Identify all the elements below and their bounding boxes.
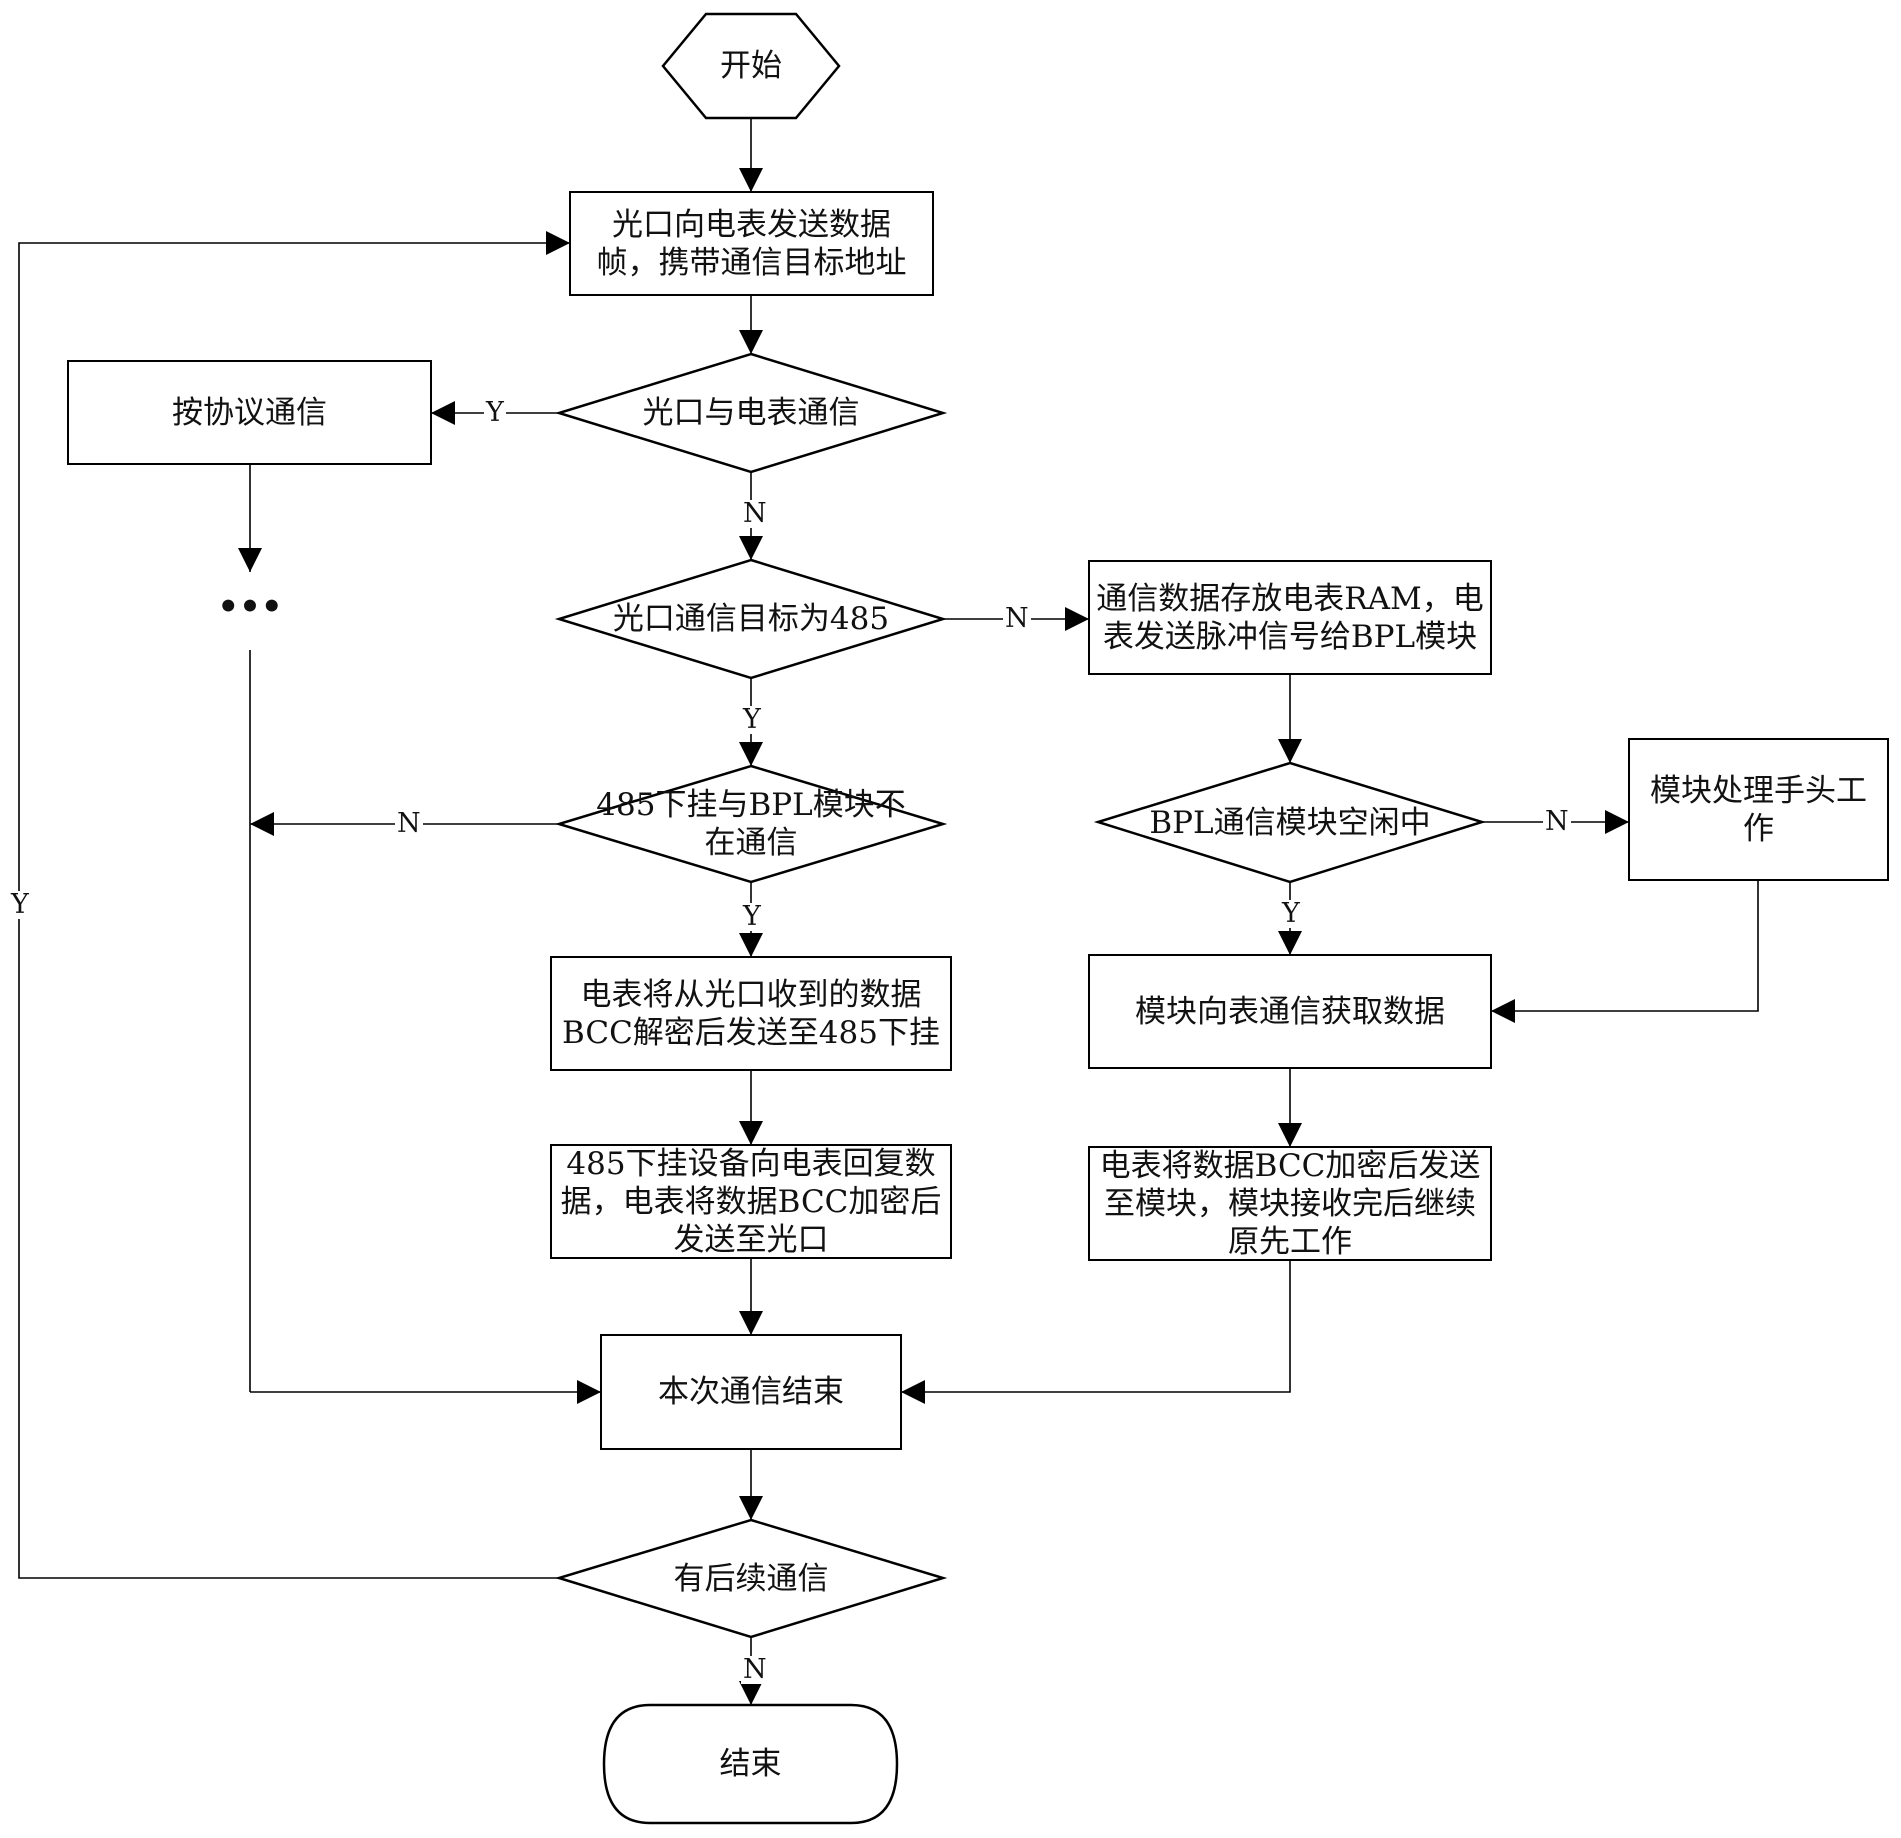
device-reply-box xyxy=(550,1144,952,1259)
edge-label-y3: Y xyxy=(741,901,763,932)
edge-label-y4: Y xyxy=(1280,898,1302,929)
decision-485-bpl: 485下挂与BPL模块不在通信 xyxy=(596,787,906,861)
edge-label-y1: Y xyxy=(484,397,506,428)
end-terminal-shape xyxy=(602,1703,899,1825)
send-frame-node: 光口向电表发送数据帧，携带通信目标地址 xyxy=(596,206,907,281)
edge-label-y2: Y xyxy=(741,704,763,735)
decrypt-send-485-node: 电表将从光口收到的数据BCC解密后发送至485下挂 xyxy=(562,976,940,1051)
decrypt-send-485-box xyxy=(550,956,952,1071)
protocol-comm-node: 按协议通信 xyxy=(172,394,327,431)
edge-busy-to-fetch xyxy=(1491,880,1759,1023)
send-frame-box xyxy=(569,191,934,296)
edge-label-n2: N xyxy=(1003,603,1031,634)
end-node: 结束 xyxy=(719,1746,782,1782)
ellipsis-node: ••• xyxy=(217,587,283,627)
decision-bpl-idle: BPL通信模块空闲中 xyxy=(1149,804,1431,841)
decision-optical-meter: 光口与电表通信 xyxy=(642,395,860,431)
module-busy-box xyxy=(1628,738,1889,881)
edge-label-n4: N xyxy=(1543,806,1571,837)
module-busy-node: 模块处理手头工作 xyxy=(1650,772,1867,847)
module-fetch-node: 模块向表通信获取数据 xyxy=(1135,993,1445,1030)
start-node: 开始 xyxy=(720,48,782,84)
edge-label-n1: N xyxy=(741,498,769,529)
decision-more-comm: 有后续通信 xyxy=(673,1560,829,1597)
encrypt-send-module-node: 电表将数据BCC加密后发送至模块，模块接收完后继续原先工作 xyxy=(1099,1147,1481,1260)
comm-end-node: 本次通信结束 xyxy=(658,1374,844,1410)
store-ram-box xyxy=(1088,560,1492,675)
start-node-shape xyxy=(661,12,841,120)
store-ram-node: 通信数据存放电表RAM，电表发送脉冲信号给BPL模块 xyxy=(1096,580,1484,655)
edge-encrypt-to-end xyxy=(901,1260,1291,1404)
edge-label-n3: N xyxy=(395,808,423,839)
decision-target-485: 光口通信目标为485 xyxy=(612,601,890,637)
edge-label-y-loop: Y xyxy=(9,889,31,920)
device-reply-node: 485下挂设备向电表回复数据，电表将数据BCC加密后发送至光口 xyxy=(560,1145,942,1258)
edge-label-n-end: N xyxy=(741,1654,769,1685)
